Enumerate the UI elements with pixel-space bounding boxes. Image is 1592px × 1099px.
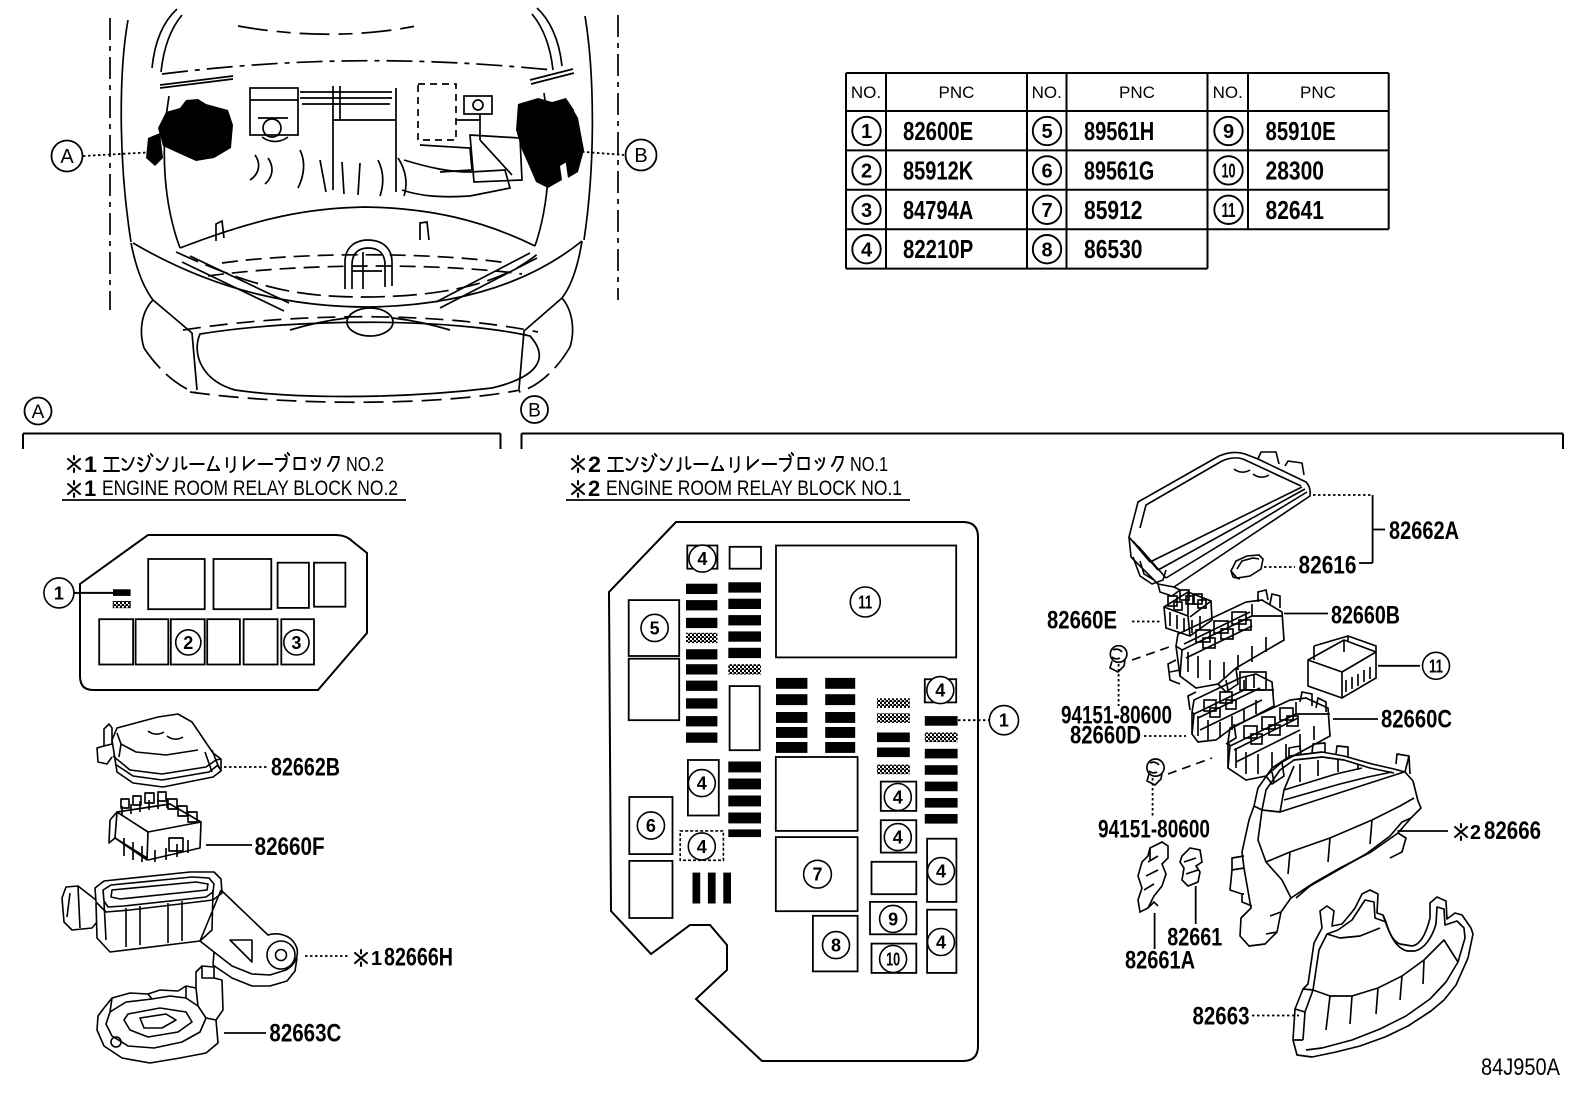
svg-text:10: 10 bbox=[886, 949, 900, 969]
svg-text:3: 3 bbox=[861, 200, 872, 222]
svg-text:8: 8 bbox=[1041, 239, 1052, 261]
svg-text:82616: 82616 bbox=[1299, 552, 1357, 580]
svg-text:82660C: 82660C bbox=[1381, 706, 1452, 734]
svg-text:11: 11 bbox=[858, 592, 872, 612]
svg-text:82666H: 82666H bbox=[384, 944, 453, 972]
svg-text:4: 4 bbox=[936, 932, 946, 952]
svg-text:2: 2 bbox=[1470, 822, 1481, 844]
svg-text:84J950A: 84J950A bbox=[1481, 1054, 1560, 1081]
svg-text:89561H: 89561H bbox=[1084, 116, 1154, 146]
svg-text:NO.: NO. bbox=[1032, 83, 1062, 102]
svg-text:NO.: NO. bbox=[1213, 83, 1243, 102]
svg-text:82660F: 82660F bbox=[255, 833, 325, 861]
svg-text:85912K: 85912K bbox=[903, 155, 973, 185]
svg-text:82661A: 82661A bbox=[1125, 947, 1195, 975]
svg-text:82663C: 82663C bbox=[269, 1020, 341, 1048]
svg-text:82660B: 82660B bbox=[1331, 602, 1400, 630]
svg-text:94151-80600: 94151-80600 bbox=[1098, 816, 1210, 844]
svg-text:82210P: 82210P bbox=[903, 234, 973, 264]
svg-text:85912: 85912 bbox=[1084, 195, 1143, 225]
svg-text:4: 4 bbox=[861, 239, 873, 261]
svg-text:1: 1 bbox=[54, 583, 64, 603]
svg-text:9: 9 bbox=[888, 909, 898, 929]
svg-text:82661: 82661 bbox=[1167, 924, 1222, 952]
svg-text:82600E: 82600E bbox=[903, 116, 973, 146]
svg-text:1: 1 bbox=[861, 121, 872, 143]
svg-text:1: 1 bbox=[84, 452, 97, 477]
svg-text:1: 1 bbox=[84, 476, 96, 501]
svg-text:A: A bbox=[32, 402, 45, 423]
svg-text:B: B bbox=[634, 145, 647, 167]
svg-text:8: 8 bbox=[831, 936, 841, 956]
svg-text:4: 4 bbox=[936, 862, 946, 882]
svg-text:11: 11 bbox=[1429, 656, 1443, 676]
svg-text:5: 5 bbox=[1041, 121, 1052, 143]
svg-text:7: 7 bbox=[1041, 200, 1052, 222]
svg-text:4: 4 bbox=[697, 837, 707, 857]
svg-text:NO.1: NO.1 bbox=[850, 454, 888, 476]
svg-text:4: 4 bbox=[935, 681, 945, 701]
svg-text:PNC: PNC bbox=[1300, 83, 1336, 102]
svg-text:4: 4 bbox=[697, 774, 707, 794]
svg-text:1: 1 bbox=[999, 711, 1009, 731]
svg-text:82662B: 82662B bbox=[271, 754, 340, 782]
svg-text:82662A: 82662A bbox=[1389, 517, 1459, 545]
svg-text:2: 2 bbox=[588, 476, 600, 501]
svg-text:B: B bbox=[528, 401, 541, 422]
svg-text:ENGINE ROOM RELAY BLOCK NO.1: ENGINE ROOM RELAY BLOCK NO.1 bbox=[606, 476, 902, 500]
svg-text:NO.2: NO.2 bbox=[346, 454, 384, 476]
svg-text:PNC: PNC bbox=[939, 83, 975, 102]
svg-text:ENGINE ROOM RELAY BLOCK NO.2: ENGINE ROOM RELAY BLOCK NO.2 bbox=[102, 476, 398, 500]
svg-text:94151-80600: 94151-80600 bbox=[1061, 702, 1172, 730]
svg-text:NO.: NO. bbox=[851, 83, 881, 102]
svg-text:28300: 28300 bbox=[1266, 155, 1325, 185]
svg-text:A: A bbox=[60, 146, 74, 168]
svg-text:85910E: 85910E bbox=[1266, 116, 1336, 146]
svg-text:6: 6 bbox=[646, 816, 656, 836]
svg-text:2: 2 bbox=[588, 452, 601, 477]
svg-text:82660D: 82660D bbox=[1070, 722, 1141, 750]
svg-text:PNC: PNC bbox=[1119, 83, 1155, 102]
svg-text:7: 7 bbox=[812, 865, 822, 885]
svg-text:89561G: 89561G bbox=[1084, 155, 1154, 185]
svg-text:2: 2 bbox=[183, 633, 193, 653]
svg-text:10: 10 bbox=[1222, 161, 1236, 183]
svg-text:3: 3 bbox=[291, 633, 301, 653]
svg-text:82663: 82663 bbox=[1193, 1003, 1250, 1031]
svg-text:82666: 82666 bbox=[1484, 817, 1541, 845]
svg-text:4: 4 bbox=[893, 828, 903, 848]
svg-text:1: 1 bbox=[371, 948, 382, 970]
svg-text:4: 4 bbox=[697, 549, 707, 569]
svg-text:84794A: 84794A bbox=[903, 195, 973, 225]
svg-text:82660E: 82660E bbox=[1047, 607, 1117, 635]
svg-text:11: 11 bbox=[1222, 200, 1236, 222]
svg-text:82641: 82641 bbox=[1266, 195, 1325, 225]
svg-text:5: 5 bbox=[650, 618, 660, 638]
svg-text:4: 4 bbox=[893, 787, 903, 807]
svg-text:86530: 86530 bbox=[1084, 234, 1143, 264]
svg-text:6: 6 bbox=[1041, 161, 1052, 183]
svg-text:2: 2 bbox=[861, 161, 872, 183]
svg-text:9: 9 bbox=[1223, 121, 1234, 143]
